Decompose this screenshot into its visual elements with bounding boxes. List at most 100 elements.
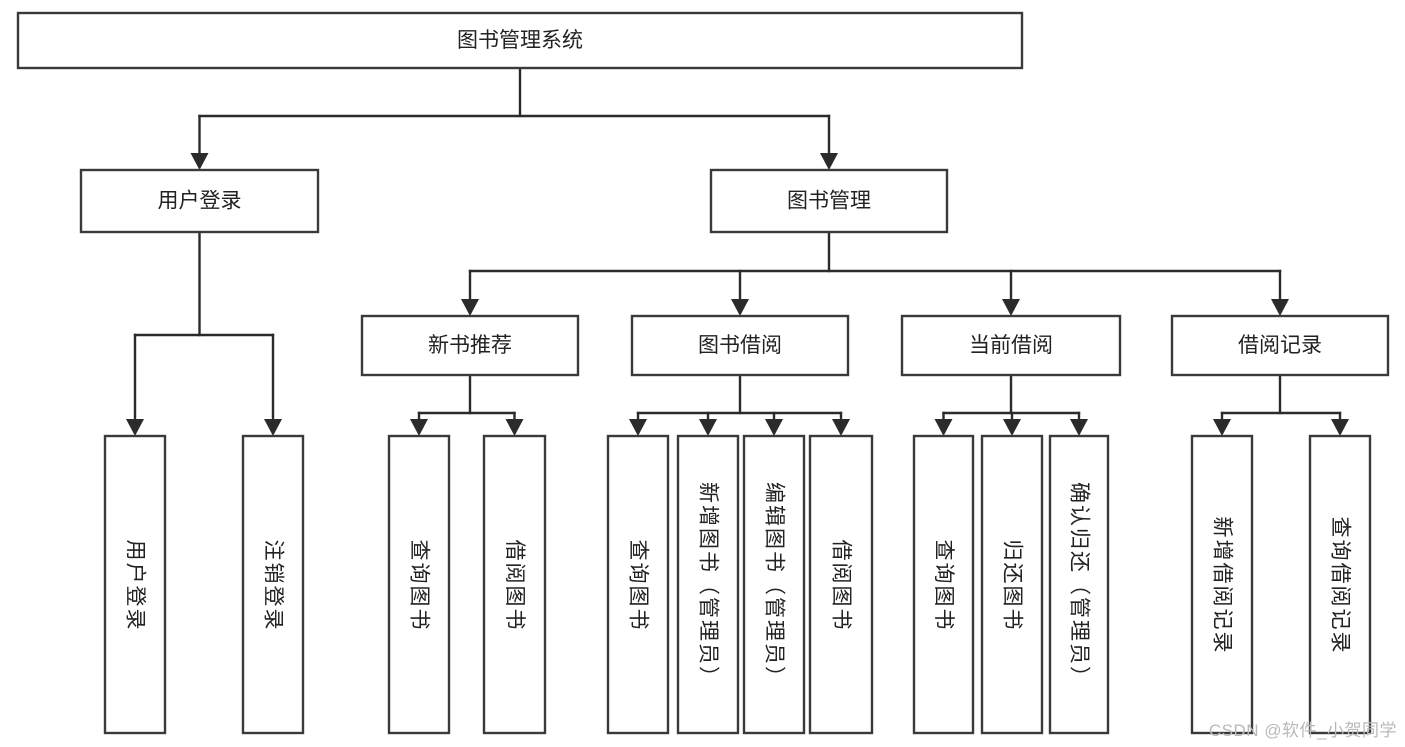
node-box-leaf-add-book xyxy=(676,434,740,735)
node-book-manage[interactable]: 图书管理 xyxy=(709,168,949,234)
node-label-leaf-confirm-return-char-2: 归 xyxy=(1068,528,1091,549)
node-box-leaf-query-record xyxy=(1308,434,1372,735)
node-label-leaf-query-book-3-char-1: 询 xyxy=(932,563,955,584)
arrow-head-icon xyxy=(505,419,524,436)
arrow-head-icon xyxy=(126,419,144,436)
node-label-leaf-add-book-char-4: （ xyxy=(697,574,720,595)
arrow-head-icon xyxy=(1213,419,1231,436)
node-label-leaf-query-book-3-char-3: 书 xyxy=(932,609,955,630)
node-label-current-borrow: 当前借阅 xyxy=(969,334,1053,357)
node-label-leaf-query-book-1-char-0: 查 xyxy=(408,540,431,561)
arrow-head-icon xyxy=(1002,299,1020,316)
node-label-leaf-user-logout-char-3: 录 xyxy=(262,609,285,630)
node-box-book-manage xyxy=(709,168,949,234)
node-book-borrow[interactable]: 图书借阅 xyxy=(630,314,850,377)
node-label-leaf-edit-book-char-0: 编 xyxy=(763,482,786,503)
node-label-leaf-query-record-char-3: 阅 xyxy=(1329,586,1352,607)
node-label-leaf-query-book-3-char-0: 查 xyxy=(932,540,955,561)
node-box-leaf-borrow-book-1 xyxy=(482,434,547,735)
node-label-leaf-confirm-return-char-6: 理 xyxy=(1068,620,1091,641)
node-current-borrow[interactable]: 当前借阅 xyxy=(900,314,1122,377)
node-label-leaf-add-record-char-4: 记 xyxy=(1211,609,1234,630)
node-box-leaf-query-book-1 xyxy=(387,434,451,735)
node-box-user-login xyxy=(79,168,320,234)
node-box-leaf-query-book-3 xyxy=(912,434,975,735)
node-label-leaf-return-book-char-0: 归 xyxy=(1001,540,1024,561)
node-label-leaf-user-logout-char-1: 销 xyxy=(262,563,285,584)
node-box-leaf-edit-book xyxy=(742,434,806,735)
node-user-login[interactable]: 用户登录 xyxy=(79,168,320,234)
node-label-borrow-record: 借阅记录 xyxy=(1238,334,1322,357)
node-label-leaf-borrow-book-2-char-0: 借 xyxy=(830,540,853,561)
node-label-leaf-edit-book-char-5: 管 xyxy=(763,597,786,618)
node-label-leaf-borrow-book-1-char-3: 书 xyxy=(503,609,526,630)
node-label-leaf-confirm-return-char-7: 员 xyxy=(1068,643,1091,664)
node-box-new-book-rec xyxy=(360,314,580,377)
node-box-leaf-user-login xyxy=(103,434,167,735)
node-box-borrow-record xyxy=(1170,314,1390,377)
node-label-leaf-user-login-char-1: 户 xyxy=(124,563,147,584)
node-label-leaf-confirm-return-char-8: ） xyxy=(1068,666,1091,687)
node-label-leaf-edit-book-char-2: 图 xyxy=(763,528,786,549)
node-label-leaf-user-login-char-3: 录 xyxy=(124,609,147,630)
arrow-head-icon xyxy=(731,299,749,316)
watermark-label: CSDN @软件_小贺同学 xyxy=(1208,721,1397,740)
node-label-leaf-add-record-char-3: 阅 xyxy=(1211,586,1234,607)
node-label-leaf-borrow-book-2-char-3: 书 xyxy=(830,609,853,630)
node-label-book-manage: 图书管理 xyxy=(787,190,871,213)
node-label-leaf-return-book-char-3: 书 xyxy=(1001,609,1024,630)
node-layer: 图书管理系统用户登录图书管理新书推荐图书借阅当前借阅借阅记录用户登录注销登录查询… xyxy=(16,11,1390,735)
arrow-head-icon xyxy=(820,153,838,170)
connector-layer xyxy=(126,66,1349,436)
node-label-leaf-query-book-1-char-2: 图 xyxy=(408,586,431,607)
node-box-root xyxy=(16,11,1024,70)
node-label-leaf-borrow-book-1-char-1: 阅 xyxy=(503,563,526,584)
node-root[interactable]: 图书管理系统 xyxy=(16,11,1024,70)
node-label-leaf-query-book-1-char-3: 书 xyxy=(408,609,431,630)
node-label-leaf-query-record-char-5: 录 xyxy=(1329,632,1352,653)
node-label-leaf-query-book-2-char-2: 图 xyxy=(627,586,650,607)
node-label-leaf-borrow-book-1-char-2: 图 xyxy=(503,586,526,607)
node-label-leaf-borrow-book-2-char-1: 阅 xyxy=(830,563,853,584)
node-label-leaf-add-book-char-5: 管 xyxy=(697,597,720,618)
node-label-leaf-return-book-char-1: 还 xyxy=(1001,563,1024,584)
node-box-current-borrow xyxy=(900,314,1122,377)
node-label-leaf-query-book-2-char-1: 询 xyxy=(627,563,650,584)
node-label-user-login: 用户登录 xyxy=(158,190,242,213)
node-label-leaf-borrow-book-1-char-0: 借 xyxy=(503,540,526,561)
arrow-head-icon xyxy=(832,419,850,436)
node-label-leaf-user-login-char-0: 用 xyxy=(124,540,147,561)
node-label-leaf-edit-book-char-7: 员 xyxy=(763,643,786,664)
node-label-leaf-add-book-char-0: 新 xyxy=(697,482,720,503)
node-label-leaf-return-book-char-2: 图 xyxy=(1001,586,1024,607)
node-label-leaf-edit-book-char-4: （ xyxy=(763,574,786,595)
arrow-head-icon xyxy=(190,153,209,170)
arrow-head-icon xyxy=(765,419,783,436)
node-borrow-record[interactable]: 借阅记录 xyxy=(1170,314,1390,377)
node-new-book-rec[interactable]: 新书推荐 xyxy=(360,314,580,377)
node-label-leaf-confirm-return-char-5: 管 xyxy=(1068,597,1091,618)
node-label-leaf-user-login-char-2: 登 xyxy=(124,586,147,607)
node-box-leaf-borrow-book-2 xyxy=(808,434,874,735)
node-label-leaf-edit-book-char-1: 辑 xyxy=(763,505,786,526)
node-label-new-book-rec: 新书推荐 xyxy=(428,334,512,357)
node-leaf-user-login[interactable]: 用户登录 xyxy=(103,434,167,735)
node-box-leaf-return-book xyxy=(980,434,1044,735)
node-label-leaf-query-book-2-char-0: 查 xyxy=(627,540,650,561)
node-label-leaf-query-record-char-0: 查 xyxy=(1329,517,1352,538)
node-label-leaf-user-logout-char-0: 注 xyxy=(262,540,285,561)
